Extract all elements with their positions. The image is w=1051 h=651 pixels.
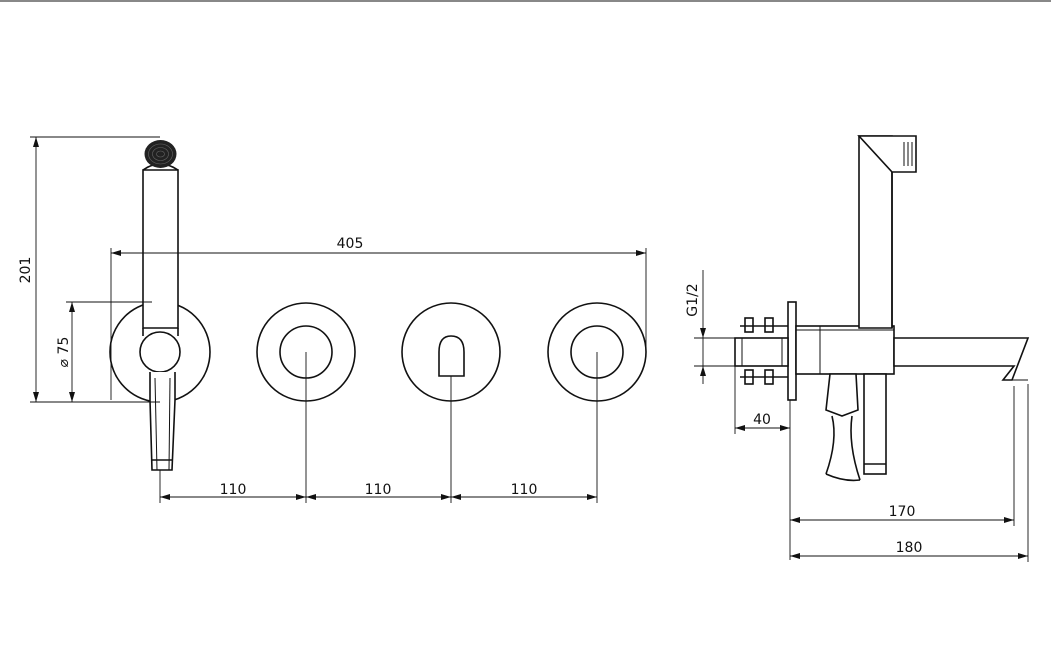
- dimension-g12: G1/2: [685, 270, 740, 384]
- side-spout: [893, 337, 1030, 381]
- dimension-170: 170: [790, 386, 1015, 526]
- dimension-201-label: 201: [18, 257, 34, 284]
- side-wall-plate: [787, 301, 797, 401]
- dimension-180-label: 180: [896, 540, 923, 556]
- spray-head-icon: [144, 140, 177, 168]
- dimension-201: 201: [18, 136, 160, 403]
- hand-shower: [142, 140, 179, 336]
- dimension-110-label-1: 110: [220, 482, 247, 498]
- side-hose: [825, 373, 887, 482]
- dimension-405-label: 405: [337, 236, 364, 252]
- dimension-405: 405: [110, 236, 647, 400]
- dimension-110-label-2: 110: [365, 482, 392, 498]
- hose-connector: [149, 372, 176, 471]
- dimension-40: 40: [734, 366, 791, 560]
- holder-knob: [139, 331, 181, 373]
- dimension-g12-label: G1/2: [685, 283, 701, 316]
- side-view: G1/2 40 170 180: [685, 135, 1030, 562]
- dimension-diameter-label: ⌀ 75: [56, 337, 72, 368]
- dimension-40-label: 40: [753, 412, 771, 428]
- side-valve-body: [795, 325, 895, 375]
- dimension-170-label: 170: [889, 504, 916, 520]
- front-view: 405 201 ⌀ 75: [18, 136, 647, 503]
- dimension-spacing: 110 110 110: [159, 352, 598, 503]
- side-mounting-body: [734, 317, 789, 385]
- dimension-110-label-3: 110: [511, 482, 538, 498]
- dimension-180: 180: [790, 384, 1029, 562]
- side-hand-shower: [857, 135, 917, 329]
- dimension-diameter-75: ⌀ 75: [56, 301, 152, 402]
